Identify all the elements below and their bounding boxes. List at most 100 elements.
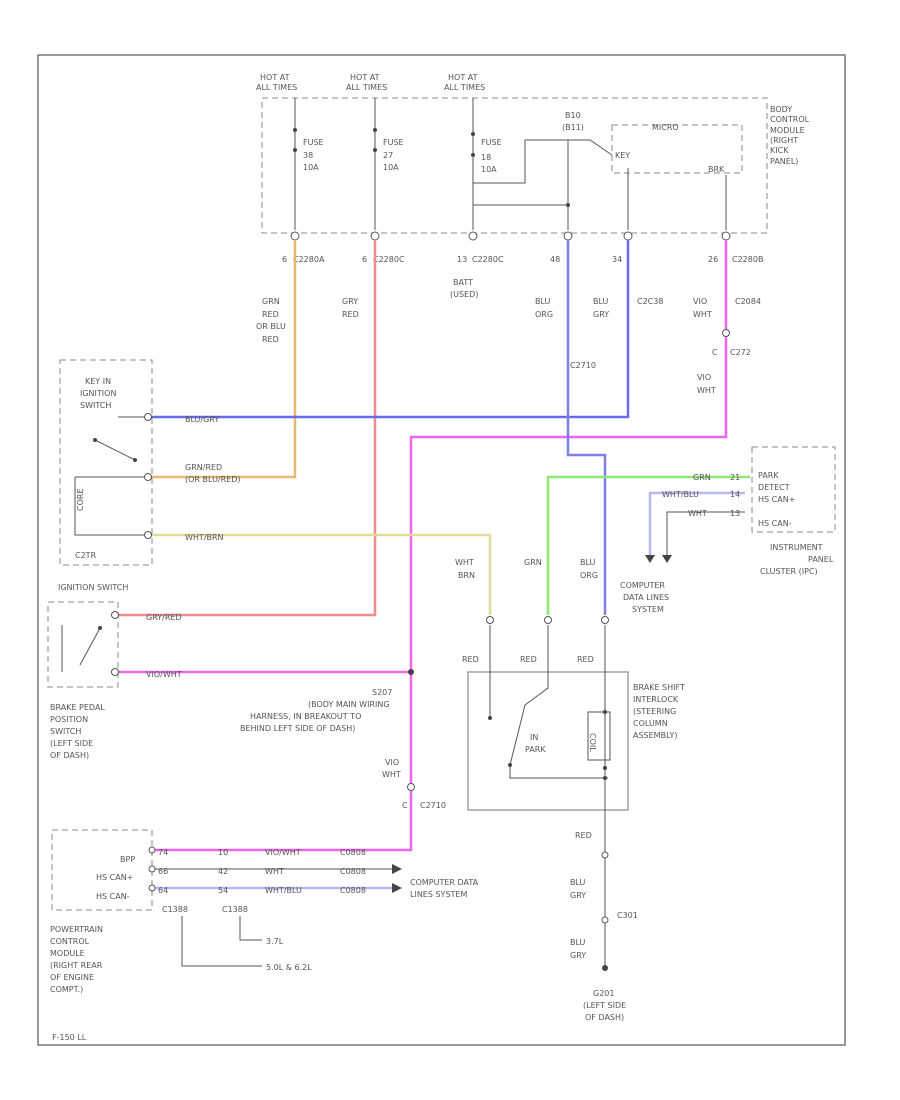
w4-conn: C2C38	[637, 297, 663, 306]
conn-f: C2280B	[732, 255, 763, 264]
bcm-label-6: PANEL)	[770, 157, 798, 166]
bsi-label-5: ASSEMBLY)	[633, 731, 677, 740]
bsi-label-2: INTERLOCK	[633, 695, 679, 704]
c2710b-pin: C	[402, 801, 408, 810]
w1-color-2: RED	[262, 310, 279, 319]
splice-wire-1: VIO	[385, 758, 399, 767]
pcm-wire-3: WHT/BLU	[265, 886, 302, 895]
c301-label: C301	[617, 911, 638, 920]
ipc-wire-wht-blu: WHT/BLU	[662, 490, 699, 499]
pcm-wire-1: VIO/WHT	[265, 848, 301, 857]
pcm-bot-conn-1: C1388	[162, 905, 188, 914]
hot-label-3a: HOT AT	[448, 73, 478, 82]
ipc-comp-1: COMPUTER	[620, 581, 665, 590]
ipc-arrow-1	[645, 555, 655, 563]
bsi-in: IN	[530, 733, 538, 742]
fuse-1-number: 38	[303, 151, 313, 160]
micro-key-label: KEY	[615, 151, 630, 160]
ipc-comp-2: DATA LINES	[623, 593, 669, 602]
w1-color-4: RED	[262, 335, 279, 344]
fuse-2-rating: 10A	[383, 163, 399, 172]
bcm-label-5: KICK	[770, 146, 789, 155]
ipc-comp-3: SYSTEM	[632, 605, 664, 614]
pcm-comp-2: LINES SYSTEM	[410, 890, 467, 899]
w1-color-3: OR BLU	[256, 322, 286, 331]
pcm-pin2-3: 54	[218, 886, 228, 895]
fuse-2-number: 27	[383, 151, 393, 160]
bsi-coil-label: COIL	[588, 733, 597, 752]
fuse-2-label: FUSE	[383, 138, 404, 147]
wht-brn-2: BRN	[458, 571, 475, 580]
w5-color-1: VIO	[693, 297, 707, 306]
bpp-wire-2: VIO/WHT	[146, 670, 182, 679]
bcm-label-4: (RIGHT	[770, 136, 798, 145]
bpp-label-2: POSITION	[50, 715, 88, 724]
micro-label: MICRO	[652, 123, 679, 132]
ipc-wire-wht: WHT	[688, 509, 707, 518]
pcm-label-5: OF ENGINE	[50, 973, 94, 982]
footer-label: F-150 LL	[52, 1033, 87, 1042]
pcm-conn-1: C0808	[340, 848, 366, 857]
pin-e: 34	[612, 255, 622, 264]
powertrain-control-module: BPP HS CAN+ HS CAN- 74 66 64 10 42 54 VI…	[50, 829, 479, 994]
ground-line-3: OF DASH)	[585, 1013, 624, 1022]
ipc-pin-1: 21	[730, 473, 740, 482]
batt-used-label: (USED)	[450, 290, 478, 299]
ignition-switch: KEY IN IGNITION SWITCH CORE C2TR IGNITIO…	[58, 359, 241, 592]
pcm-row-1: BPP	[120, 855, 135, 864]
c2710-label: C2710	[570, 361, 596, 370]
pcm-bot-conn-2: C1388	[222, 905, 248, 914]
w5b-color-2: WHT	[697, 386, 716, 395]
ipc-line-1: PARK	[758, 471, 779, 480]
ign-wire-blu: BLU/GRY	[185, 415, 219, 424]
bsi-red-3: RED	[577, 655, 594, 664]
blu-gry-1: BLU	[570, 878, 586, 887]
brake-shift-interlock: RED RED RED IN PARK COIL BRAKE SHIFT INT…	[462, 616, 685, 971]
c272-pin: C	[712, 348, 718, 357]
wire-labels: GRN RED OR BLU RED GRY RED BLU ORG BLU G…	[256, 297, 761, 960]
w3-color-2: ORG	[535, 310, 553, 319]
splice-line-2: (BODY MAIN WIRING	[308, 700, 390, 709]
splice-s207: S207 (BODY MAIN WIRING HARNESS, IN BREAK…	[240, 688, 446, 810]
ign-wire-wht: WHT/BRN	[185, 533, 224, 542]
w4-color-1: BLU	[593, 297, 609, 306]
instrument-panel-cluster: PARK DETECT HS CAN+ HS CAN- GRN 21 WHT/B…	[620, 446, 836, 614]
bsi-label-4: COLUMN	[633, 719, 668, 728]
pcm-pin2-1: 10	[218, 848, 228, 857]
fuse-3-label: FUSE	[481, 138, 502, 147]
fuse-1-label: FUSE	[303, 138, 324, 147]
ignition-c2tr: C2TR	[75, 551, 97, 560]
pcm-engine-1: 3.7L	[266, 937, 284, 946]
hot-label-1a: HOT AT	[260, 73, 290, 82]
bsi-red-1: RED	[462, 655, 479, 664]
ipc-pin-3: 13	[730, 509, 740, 518]
pcm-pin-1: 74	[158, 848, 168, 857]
pcm-pin-2: 66	[158, 867, 168, 876]
pcm-pin-3: 64	[158, 886, 168, 895]
brake-pedal-position-switch: GRY/RED VIO/WHT BRAKE PEDAL POSITION SWI…	[47, 601, 182, 760]
bcm-label-1: BODY	[770, 105, 792, 114]
pcm-conn-3: C0808	[340, 886, 366, 895]
pcm-pin2-2: 42	[218, 867, 228, 876]
ground-id: G201	[593, 989, 614, 998]
bpp-label-4: (LEFT SIDE	[50, 739, 93, 748]
pcm-row-3: HS CAN-	[96, 892, 130, 901]
wires	[115, 240, 750, 890]
ground-g201: G201 (LEFT SIDE OF DASH)	[583, 989, 626, 1022]
hot-label-2a: HOT AT	[350, 73, 380, 82]
pin-c: 13	[457, 255, 467, 264]
hot-label-3b: ALL TIMES	[444, 83, 485, 92]
blu-org-2: ORG	[580, 571, 598, 580]
pcm-arrow-1	[392, 864, 402, 874]
blu-org-1: BLU	[580, 558, 596, 567]
w3-color-1: BLU	[535, 297, 551, 306]
batt-label: BATT	[453, 278, 473, 287]
w4-color-2: GRY	[593, 310, 609, 319]
ipc-line-3: HS CAN+	[758, 495, 795, 504]
ipc-pin-2: 14	[730, 490, 740, 499]
w5-conn: C2084	[735, 297, 761, 306]
ipc-label-2: PANEL	[808, 555, 834, 564]
pcm-row-2: HS CAN+	[96, 873, 133, 882]
body-control-module: BODY CONTROL MODULE (RIGHT KICK PANEL) H…	[256, 73, 810, 299]
w1-color-1: GRN	[262, 297, 280, 306]
